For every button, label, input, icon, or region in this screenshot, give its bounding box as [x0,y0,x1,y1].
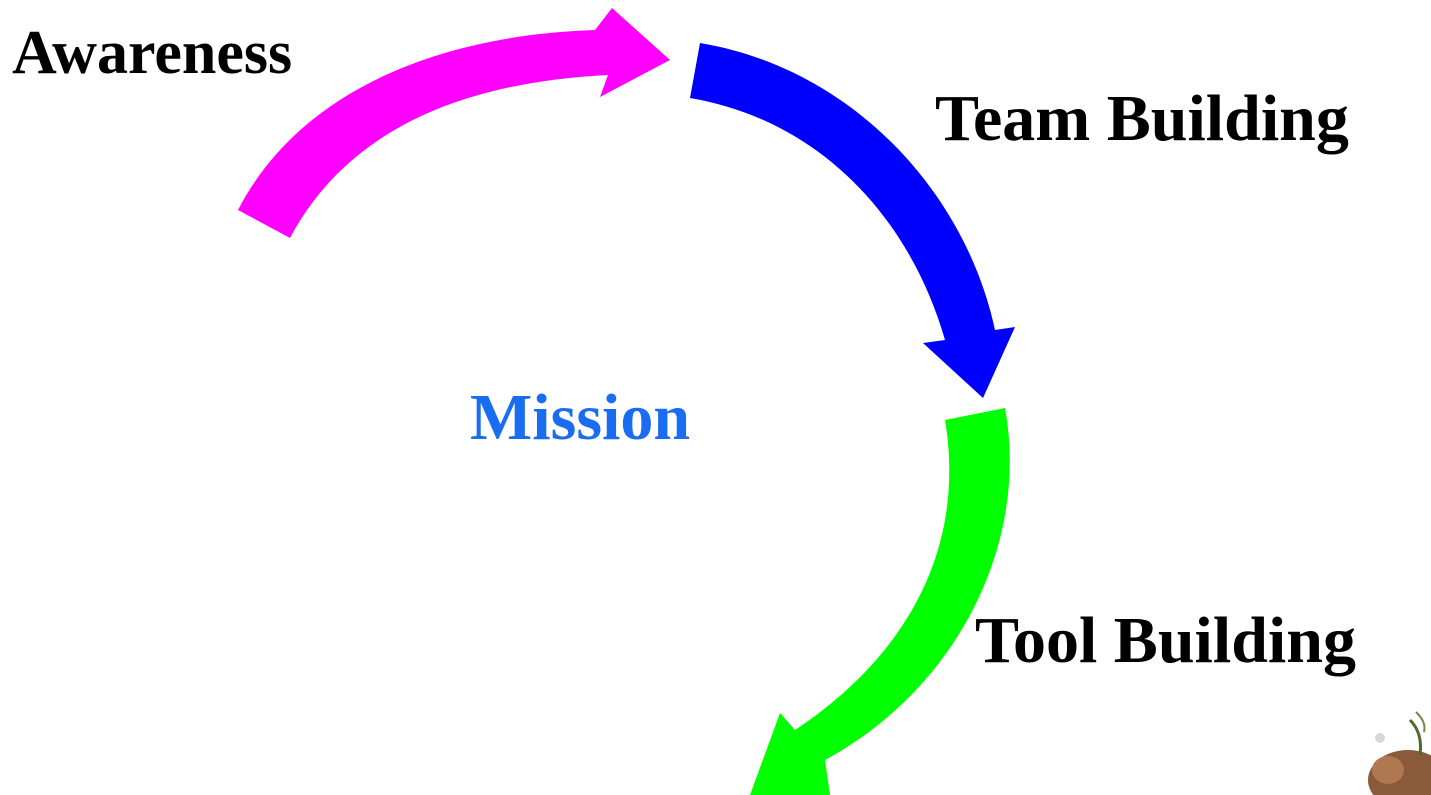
center-label-mission: Mission [470,381,691,454]
stage-label-awareness: Awareness [12,19,293,87]
awareness-arrow [238,8,670,238]
stage-label-tool-building: Tool Building [975,604,1356,677]
tool-building-arrow [750,408,1010,795]
stage-label-team-building: Team Building [935,82,1349,155]
team-building-arrow [690,43,1015,398]
corner-photo [1360,710,1431,795]
